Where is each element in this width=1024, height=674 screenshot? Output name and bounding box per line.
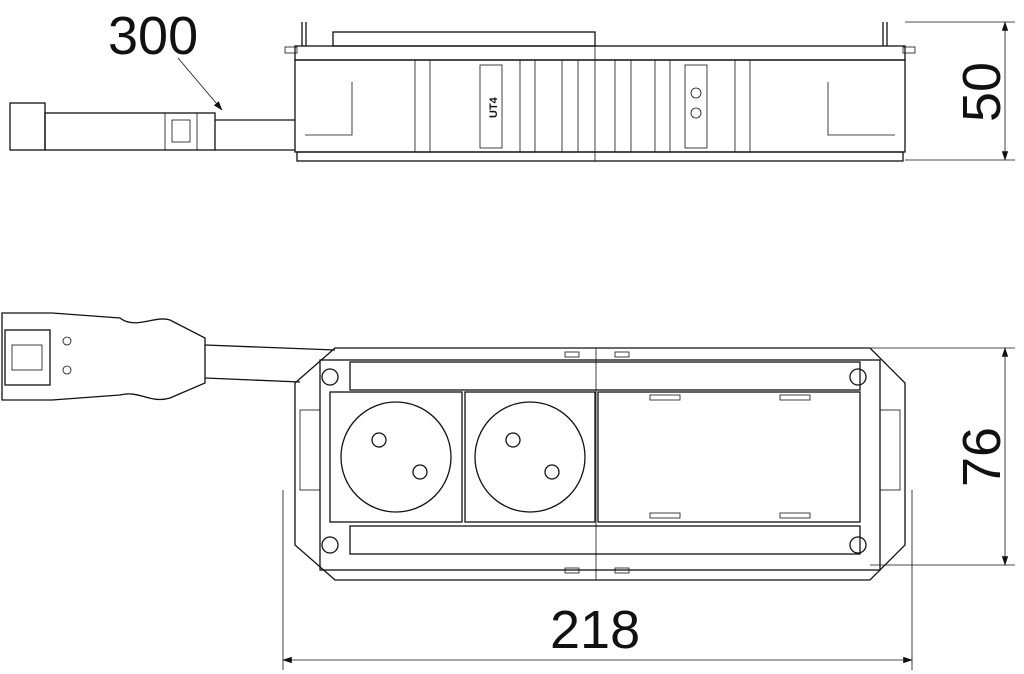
cable-length-dimension: 300 <box>108 6 198 66</box>
socket-left <box>329 391 463 523</box>
length-dimension: 218 <box>550 600 640 660</box>
socket-right <box>464 391 596 523</box>
top-view: 76 218 <box>1 312 1015 670</box>
height-dimension: 50 <box>952 62 1012 122</box>
side-view: UT4 300 50 <box>9 6 1015 162</box>
module-label: UT4 <box>488 96 500 118</box>
width-dimension: 76 <box>952 427 1012 487</box>
